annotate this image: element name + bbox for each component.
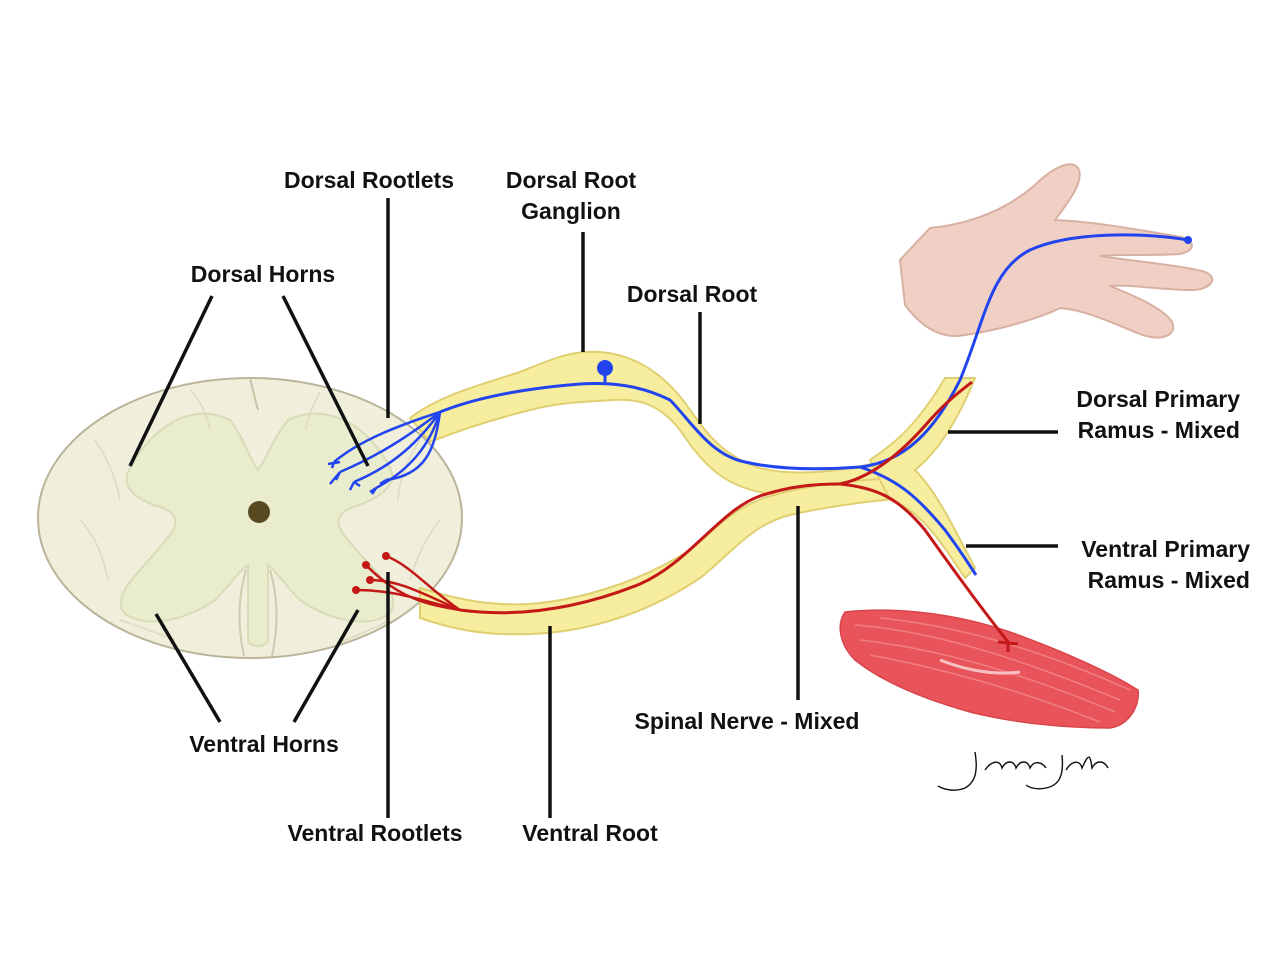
motor-fiber [459, 380, 973, 615]
sensory-receptor-ending [1184, 236, 1192, 244]
motor-end-plate [997, 640, 1019, 652]
label-ventral-horns: Ventral Horns [189, 731, 339, 757]
label-dorsal-primary-ramus: Dorsal Primary Ramus - Mixed [1040, 384, 1240, 446]
leader-ventral-horn-right [292, 609, 360, 723]
spinal-cord-section [37, 377, 463, 659]
muscle-fibers [854, 617, 1131, 723]
label-spinal-nerve: Spinal Nerve - Mixed [634, 708, 860, 734]
dorsal-root-shape [408, 350, 906, 497]
sensory-fiber [439, 233, 1189, 471]
ventral-fissure [238, 569, 278, 657]
label-dorsal-root-ganglion: Dorsal Root Ganglion [506, 165, 636, 227]
label-ventral-ramus-line2: Ramus - Mixed [1087, 567, 1250, 593]
ganglion-cell-body [597, 360, 613, 376]
label-drg-line2: Ganglion [521, 198, 621, 224]
muscle-illustration [839, 609, 1139, 729]
hand-shape [898, 163, 1214, 339]
label-ventral-root: Ventral Root [522, 820, 658, 846]
dorsal-rootlet-terminals [327, 460, 387, 495]
rami-shape [868, 377, 977, 580]
white-matter-texture [79, 389, 441, 643]
label-ventral-ramus-line1: Ventral Primary [1081, 536, 1250, 562]
hand-illustration [898, 163, 1214, 339]
motor-fiber-muscle [839, 482, 1010, 643]
label-ventral-primary-ramus: Ventral Primary Ramus - Mixed [1040, 534, 1250, 596]
leader-lines [128, 198, 1058, 818]
label-dorsal-root: Dorsal Root [626, 281, 758, 307]
leader-dorsal-horn-left [128, 295, 214, 467]
leader-ventral-horn-left [154, 613, 222, 723]
nerve-roots [408, 350, 977, 636]
label-drg-line1: Dorsal Root [505, 167, 637, 193]
central-canal [248, 501, 270, 523]
artist-signature [937, 751, 1109, 791]
leader-dorsal-horn-right [281, 295, 370, 467]
label-dorsal-rootlets: Dorsal Rootlets [284, 167, 454, 193]
label-ventral-rootlets: Ventral Rootlets [287, 820, 463, 846]
posterior-sulcus [249, 377, 259, 411]
label-dorsal-ramus-line1: Dorsal Primary [1076, 386, 1240, 412]
ventral-rootlet-cell-bodies [352, 552, 390, 594]
label-dorsal-ramus-line2: Ramus - Mixed [1077, 417, 1240, 443]
ventral-root-shape [419, 476, 906, 636]
sensory-pathway [327, 233, 1192, 576]
motor-pathway [352, 380, 1019, 652]
dorsal-rootlets-fibers [333, 410, 442, 490]
label-dorsal-horns: Dorsal Horns [190, 261, 336, 287]
sensory-fiber-ramus [859, 465, 978, 576]
ventral-rootlets-fibers [355, 554, 461, 612]
grey-matter [119, 412, 395, 647]
